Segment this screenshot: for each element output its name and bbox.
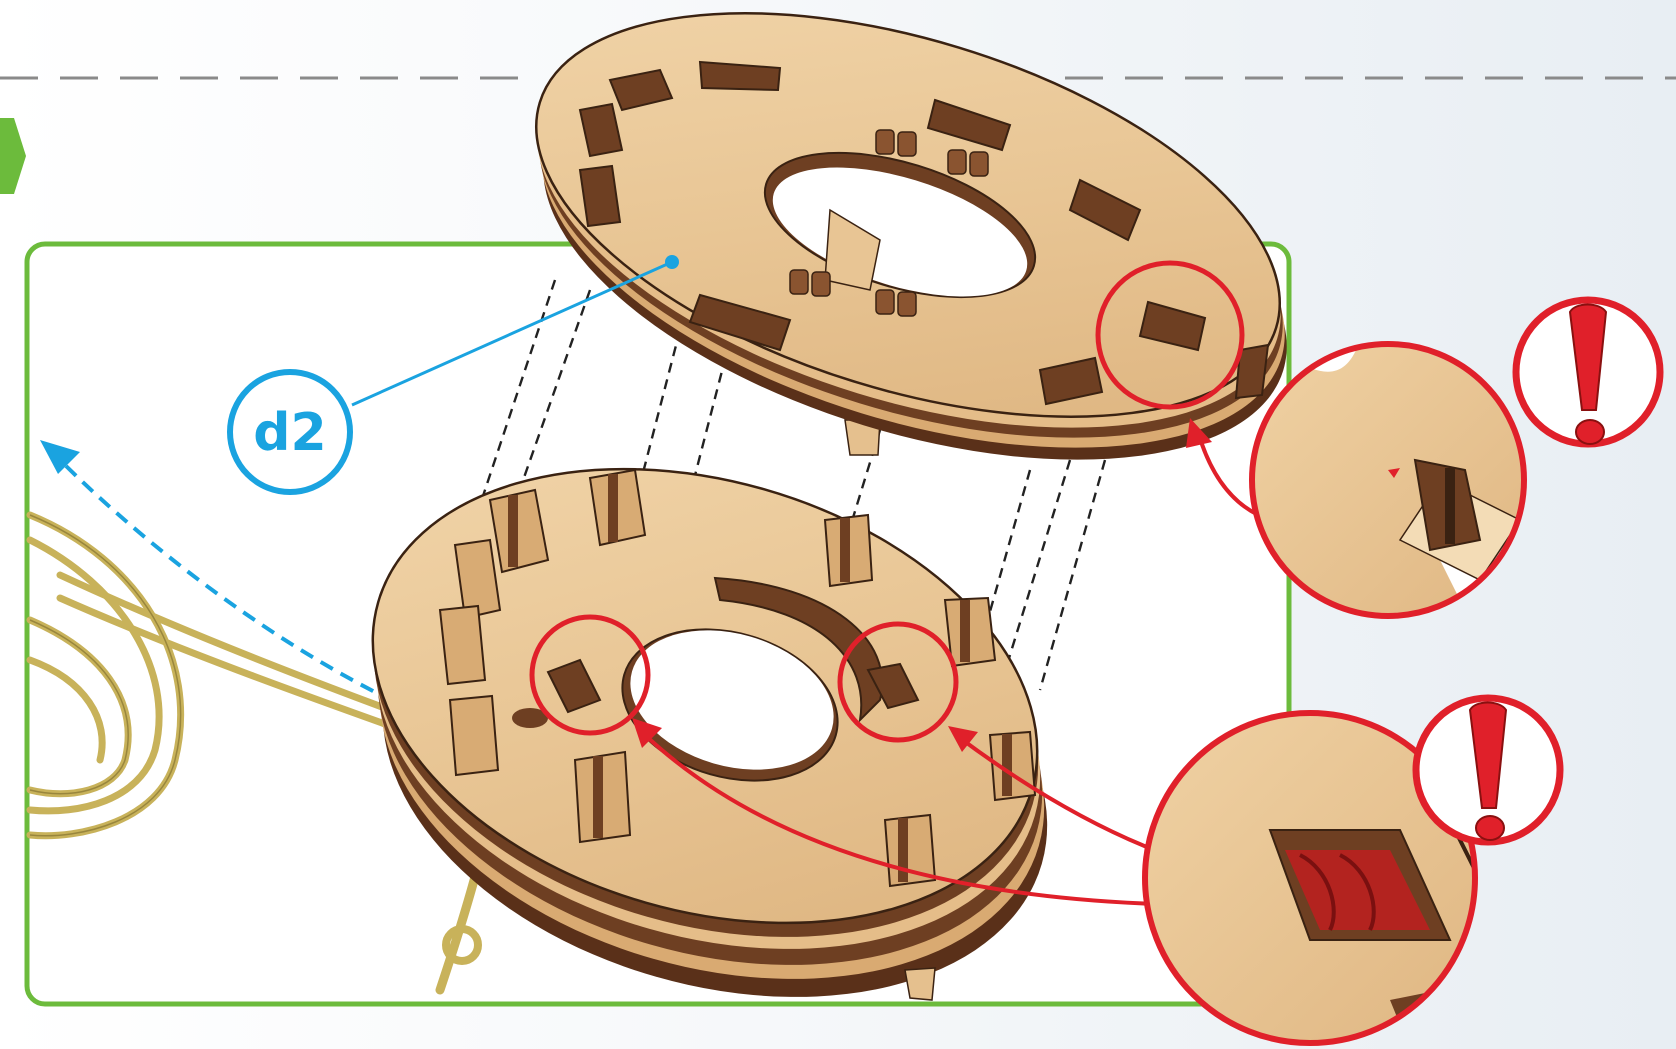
warning-badge-upper (1516, 300, 1660, 444)
part-label-d2: d2 (253, 403, 326, 463)
warning-badge-lower (1416, 698, 1560, 842)
callout-anchor-dot (665, 255, 679, 269)
step-arrow-icon (0, 118, 26, 194)
zoom-detail-upper (1250, 340, 1530, 640)
